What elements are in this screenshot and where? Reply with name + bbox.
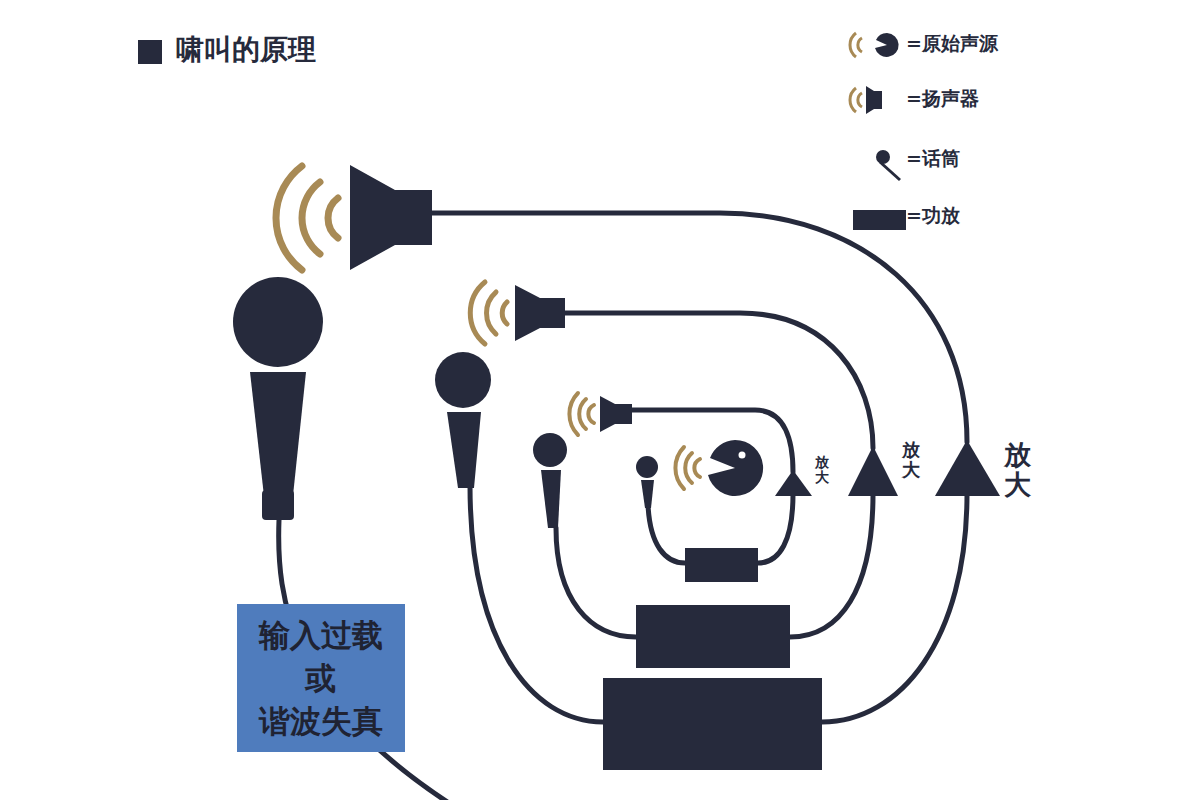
microphone [533, 433, 567, 467]
title-marker [138, 40, 162, 64]
speaker [515, 285, 565, 341]
amplifier-label: 放大 [1004, 440, 1031, 499]
legend-text: =话筒 [906, 146, 960, 172]
mic-cable [556, 528, 636, 637]
title: 啸叫的原理 [176, 31, 316, 69]
box-text: 输入过载 或 谐波失真 [254, 614, 387, 742]
legend-swatch [853, 210, 906, 230]
wire [790, 494, 873, 637]
speaker [600, 396, 632, 432]
amplifier-label: 放大 [902, 440, 920, 480]
power-amp [685, 548, 758, 582]
microphone [262, 490, 294, 520]
source-eye [739, 452, 746, 459]
legend-text: =扬声器 [906, 86, 979, 112]
microphone [636, 456, 658, 478]
microphone [435, 352, 491, 408]
legend-text: =功放 [906, 203, 960, 229]
microphone [233, 277, 323, 367]
wire [560, 313, 873, 448]
legend-icons [850, 33, 900, 180]
speaker [350, 165, 432, 270]
mic-cable [648, 505, 685, 563]
microphone [541, 470, 561, 528]
amplifier-triangle [935, 440, 1000, 496]
microphone [447, 412, 481, 488]
overload-box: 输入过载 或 谐波失真 [237, 604, 405, 752]
microphone [250, 372, 306, 505]
amplifier-triangle [848, 446, 898, 496]
power-amp [603, 678, 822, 770]
legend-text: =原始声源 [906, 31, 998, 57]
sound-source [708, 440, 763, 496]
amplifier-label: 放大 [815, 455, 829, 486]
wire [758, 494, 793, 563]
amplifier-triangle [775, 470, 812, 496]
power-amp [636, 605, 790, 668]
mic-cable [470, 485, 603, 722]
microphone [641, 480, 654, 508]
